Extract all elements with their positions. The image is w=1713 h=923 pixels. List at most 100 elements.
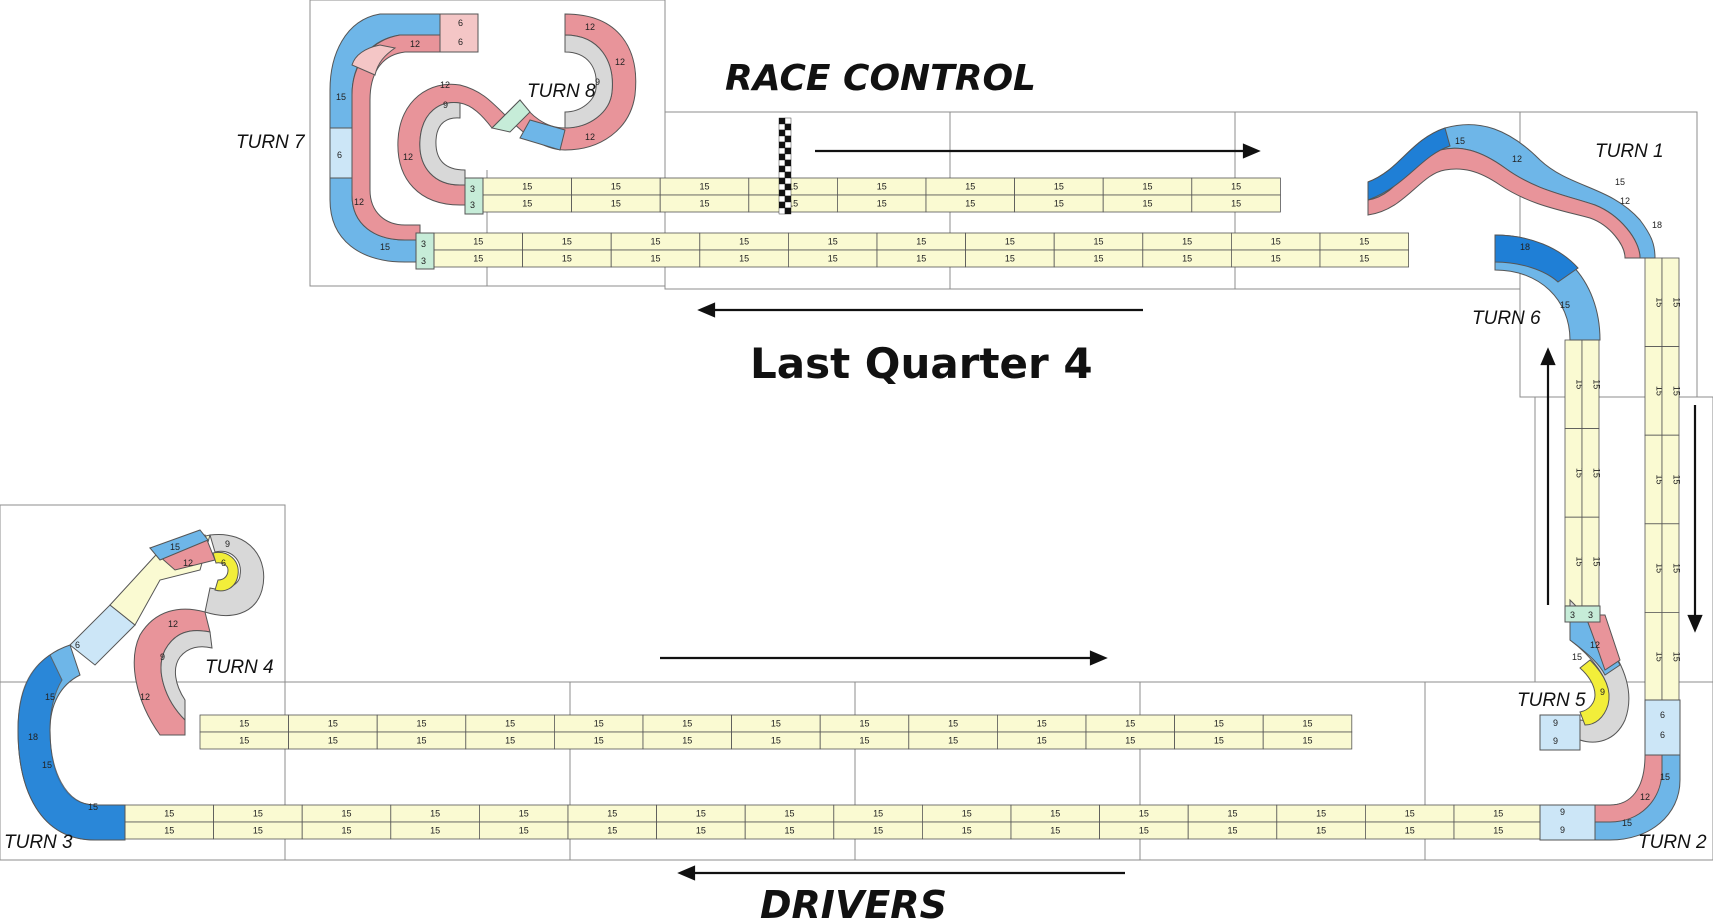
- curve-label: 6: [1660, 730, 1665, 740]
- segment-label: 15: [1655, 652, 1665, 662]
- page-title: Last Quarter 4: [750, 339, 1093, 388]
- curve-label: 3: [470, 184, 475, 194]
- checker-square: [778, 165, 786, 173]
- curve-label: 15: [45, 692, 55, 702]
- checker-square: [784, 141, 792, 149]
- checker-square: [784, 189, 792, 197]
- segment-label: 15: [739, 254, 749, 264]
- segment-label: 15: [1231, 199, 1241, 209]
- curve-label: 12: [354, 197, 364, 207]
- arrow-left-upper: [697, 302, 1143, 318]
- checker-square: [784, 147, 792, 155]
- curve-label: 3: [1570, 610, 1575, 620]
- segment-label: 15: [859, 736, 869, 746]
- segment-label: 15: [611, 182, 621, 192]
- segment-label: 15: [877, 199, 887, 209]
- segment-label: 15: [522, 199, 532, 209]
- checker-square: [778, 207, 786, 215]
- checker-square: [778, 201, 786, 209]
- segment-label: 15: [1050, 809, 1060, 819]
- segment-label: 15: [1093, 237, 1103, 247]
- segment-label: 15: [1125, 719, 1135, 729]
- straight-segment: [1191, 194, 1281, 213]
- curve-label: 15: [1615, 177, 1625, 187]
- turn-7-curve: [329, 13, 479, 263]
- segment-label: 15: [239, 719, 249, 729]
- segment-label: 15: [1359, 237, 1369, 247]
- segment-label: 15: [1592, 468, 1602, 478]
- curve-label: 6: [1660, 710, 1665, 720]
- curve-label: 12: [585, 132, 595, 142]
- curve-label: 6: [337, 150, 342, 160]
- segment-label: 15: [1037, 736, 1047, 746]
- segment-label: 15: [1592, 379, 1602, 389]
- segment-label: 15: [1575, 379, 1585, 389]
- segment-label: 15: [253, 826, 263, 836]
- segment-label: 15: [1575, 556, 1585, 566]
- segment-label: 15: [1493, 826, 1503, 836]
- curve-label: 12: [1640, 792, 1650, 802]
- checker-square: [784, 135, 792, 143]
- segment-label: 15: [519, 809, 529, 819]
- segment-label: 15: [788, 199, 798, 209]
- segment-label: 15: [328, 719, 338, 729]
- checker-square: [784, 195, 792, 203]
- segment-label: 15: [1672, 297, 1682, 307]
- checker-square: [784, 171, 792, 179]
- segment-label: 15: [1302, 736, 1312, 746]
- segment-label: 15: [1316, 809, 1326, 819]
- segment-label: 15: [948, 736, 958, 746]
- curve-label: 6: [221, 558, 226, 568]
- segment-label: 15: [1231, 182, 1241, 192]
- curve-label: 9: [160, 652, 165, 662]
- curve-label: 15: [1572, 652, 1582, 662]
- checker-square: [778, 135, 786, 143]
- turn-1-curve: [1367, 124, 1656, 259]
- segment-label: 15: [696, 809, 706, 819]
- checker-square: [784, 201, 792, 209]
- segment-label: 15: [784, 809, 794, 819]
- segment-label: 15: [1093, 254, 1103, 264]
- curve-label: 3: [1588, 610, 1593, 620]
- arrow-left-bottom: [677, 865, 1125, 881]
- segment-label: 15: [1037, 719, 1047, 729]
- checker-square: [784, 123, 792, 131]
- checker-square: [784, 153, 792, 161]
- segment-label: 15: [1214, 719, 1224, 729]
- straight-segment: [1319, 249, 1409, 268]
- turn-7-label: TURN 7: [236, 132, 306, 153]
- turn-5-label: TURN 5: [1517, 690, 1586, 711]
- segment-label: 15: [1302, 719, 1312, 729]
- curve-label: 3: [421, 239, 426, 249]
- segment-label: 15: [607, 826, 617, 836]
- segment-label: 15: [1575, 468, 1585, 478]
- segment-label: 15: [562, 254, 572, 264]
- curve-label: 12: [1590, 640, 1600, 650]
- curve-label: 15: [380, 242, 390, 252]
- curve-label: 15: [88, 802, 98, 812]
- curve-label: 18: [28, 732, 38, 742]
- segment-label: 15: [1054, 199, 1064, 209]
- segment-label: 15: [416, 719, 426, 729]
- curve-label: 18: [1520, 242, 1530, 252]
- segment-label: 15: [1359, 254, 1369, 264]
- segment-label: 15: [1405, 809, 1415, 819]
- segment-label: 15: [650, 254, 660, 264]
- checker-square: [778, 171, 786, 179]
- segment-label: 15: [594, 719, 604, 729]
- curve-label: 12: [1512, 154, 1522, 164]
- segment-label: 15: [1142, 199, 1152, 209]
- segment-label: 15: [699, 199, 709, 209]
- curve-label: 12: [183, 558, 193, 568]
- checker-square: [778, 159, 786, 167]
- curve-sections: [17, 13, 1681, 841]
- segment-label: 15: [1271, 237, 1281, 247]
- segment-label: 15: [505, 719, 515, 729]
- checker-square: [784, 177, 792, 185]
- curve-label: 15: [1622, 818, 1632, 828]
- curve-label: 15: [170, 542, 180, 552]
- segment-label: 15: [696, 826, 706, 836]
- curve-label: 12: [615, 57, 625, 67]
- checker-square: [778, 153, 786, 161]
- curve-label: 15: [1560, 300, 1570, 310]
